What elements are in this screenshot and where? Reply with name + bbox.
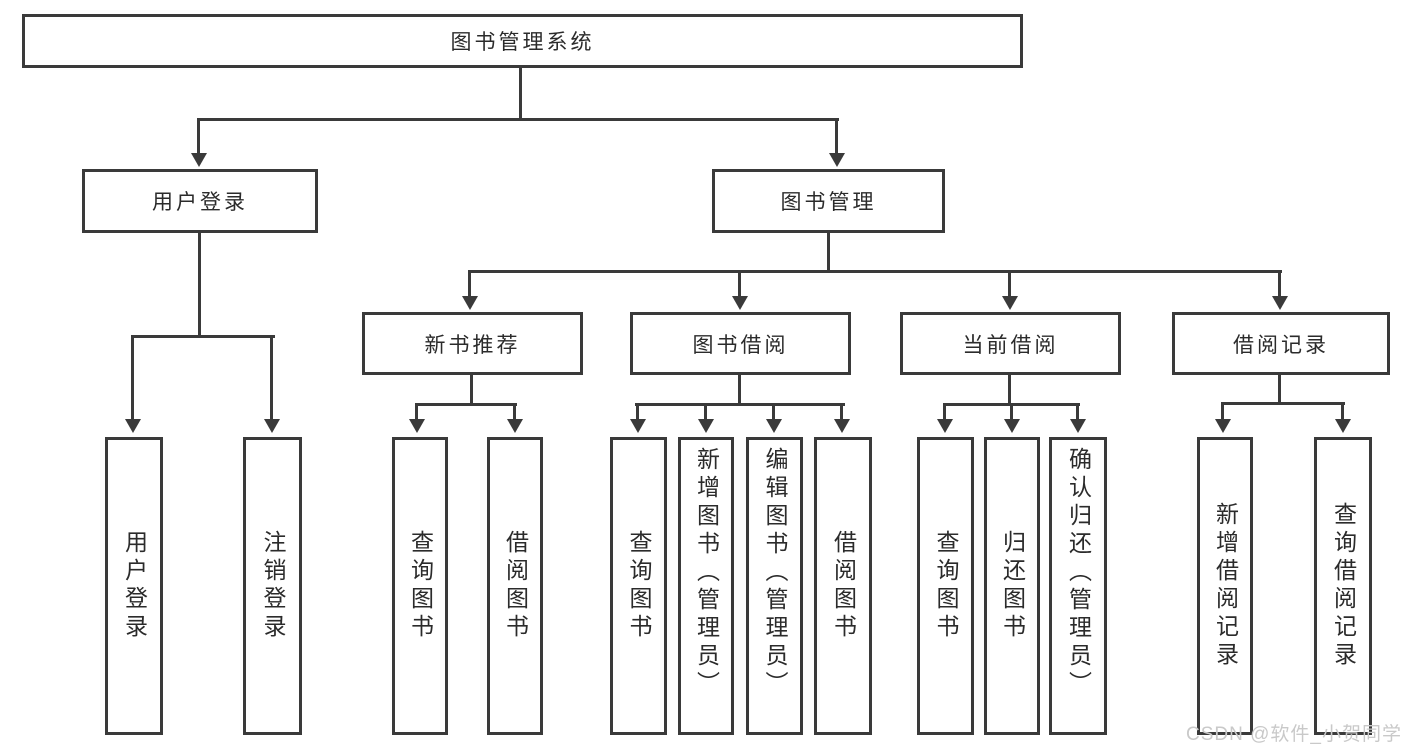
csdn-watermark: CSDN @软件_小贺同学	[1186, 724, 1402, 745]
connector-stem	[738, 375, 741, 403]
node-query-books-borrowing: 查询图书	[610, 437, 667, 735]
node-borrow-books-recommend: 借阅图书	[487, 437, 543, 735]
node-borrowing-records: 借阅记录	[1172, 312, 1390, 375]
connector-shaft	[835, 118, 838, 155]
node-label: 用户登录	[152, 191, 248, 214]
node-label: 查询借阅记录	[1330, 502, 1357, 670]
node-borrow-books-borrowing: 借阅图书	[814, 437, 872, 735]
node-label: 查询图书	[407, 530, 434, 642]
node-label: 确认归还（管理员）	[1065, 447, 1092, 699]
arrow-down-icon	[125, 419, 141, 433]
connector-shaft	[415, 403, 418, 419]
arrow-down-icon	[507, 419, 523, 433]
node-label: 新增图书（管理员）	[693, 447, 720, 699]
connector-user-login-stem	[198, 233, 201, 335]
node-current-borrowing: 当前借阅	[900, 312, 1121, 375]
node-label: 图书借阅	[692, 333, 789, 357]
node-label: 用户登录	[121, 530, 148, 642]
node-user-login-leaf: 用户登录	[105, 437, 163, 735]
arrow-down-icon	[462, 296, 478, 310]
connector-shaft	[1221, 402, 1224, 419]
connector-rail	[635, 403, 845, 406]
node-query-borrow-record: 查询借阅记录	[1314, 437, 1372, 735]
node-book-management: 图书管理	[712, 169, 945, 233]
connector-shaft	[1010, 403, 1013, 419]
node-edit-books-admin: 编辑图书（管理员）	[746, 437, 803, 735]
connector-stem	[1278, 375, 1281, 402]
node-confirm-return-admin: 确认归还（管理员）	[1049, 437, 1107, 735]
node-label: 查询图书	[626, 530, 652, 642]
connector-root-rail	[197, 118, 839, 121]
arrow-down-icon	[829, 153, 845, 167]
arrow-down-icon	[1002, 296, 1018, 310]
connector-shaft	[513, 403, 516, 419]
connector-shaft	[1008, 270, 1011, 296]
connector-rail	[1221, 402, 1345, 405]
node-label: 借阅记录	[1233, 333, 1329, 357]
connector-shaft	[131, 335, 134, 419]
connector-shaft	[704, 403, 707, 419]
connector-user-login-rail	[131, 335, 275, 338]
connector-stem	[470, 375, 473, 403]
arrow-down-icon	[264, 419, 280, 433]
connector-shaft	[468, 270, 471, 296]
node-query-books-recommend: 查询图书	[392, 437, 448, 735]
connector-shaft	[636, 403, 639, 419]
node-label: 注销登录	[260, 530, 286, 642]
arrow-down-icon	[1335, 419, 1351, 433]
node-label: 编辑图书（管理员）	[762, 447, 788, 699]
connector-book-management-stem	[827, 233, 830, 270]
node-label: 新增借阅记录	[1212, 502, 1239, 670]
connector-shaft	[270, 335, 273, 419]
node-user-login: 用户登录	[82, 169, 318, 233]
connector-shaft	[197, 118, 200, 155]
connector-shaft	[943, 403, 946, 419]
arrow-down-icon	[937, 419, 953, 433]
node-add-books-admin: 新增图书（管理员）	[678, 437, 734, 735]
node-label: 当前借阅	[962, 333, 1059, 357]
node-add-borrow-record: 新增借阅记录	[1197, 437, 1253, 735]
arrow-down-icon	[409, 419, 425, 433]
connector-shaft	[1278, 270, 1281, 296]
arrow-down-icon	[191, 153, 207, 167]
arrow-down-icon	[732, 296, 748, 310]
node-book-borrowing: 图书借阅	[630, 312, 851, 375]
node-label: 图书管理系统	[450, 31, 595, 54]
arrow-down-icon	[1272, 296, 1288, 310]
connector-book-management-rail	[468, 270, 1282, 273]
arrow-down-icon	[766, 419, 782, 433]
connector-shaft	[1076, 403, 1079, 419]
node-logout: 注销登录	[243, 437, 302, 735]
node-library-management-system: 图书管理系统	[22, 14, 1023, 68]
connector-root-stem	[519, 68, 522, 118]
connector-shaft	[840, 403, 843, 419]
arrow-down-icon	[1070, 419, 1086, 433]
connector-shaft	[738, 270, 741, 296]
node-label: 查询图书	[933, 530, 959, 642]
connector-stem	[1008, 375, 1011, 403]
arrow-down-icon	[1004, 419, 1020, 433]
node-label: 图书管理	[780, 191, 877, 214]
node-label: 归还图书	[999, 530, 1026, 642]
connector-shaft	[772, 403, 775, 419]
node-label: 借阅图书	[830, 530, 857, 642]
arrow-down-icon	[1215, 419, 1231, 433]
node-new-book-recommendation: 新书推荐	[362, 312, 583, 375]
arrow-down-icon	[630, 419, 646, 433]
arrow-down-icon	[698, 419, 714, 433]
node-query-books-current: 查询图书	[917, 437, 974, 735]
node-label: 新书推荐	[424, 333, 521, 357]
connector-rail	[415, 403, 517, 406]
arrow-down-icon	[834, 419, 850, 433]
node-return-books: 归还图书	[984, 437, 1040, 735]
node-label: 借阅图书	[502, 530, 529, 642]
connector-shaft	[1341, 402, 1344, 419]
